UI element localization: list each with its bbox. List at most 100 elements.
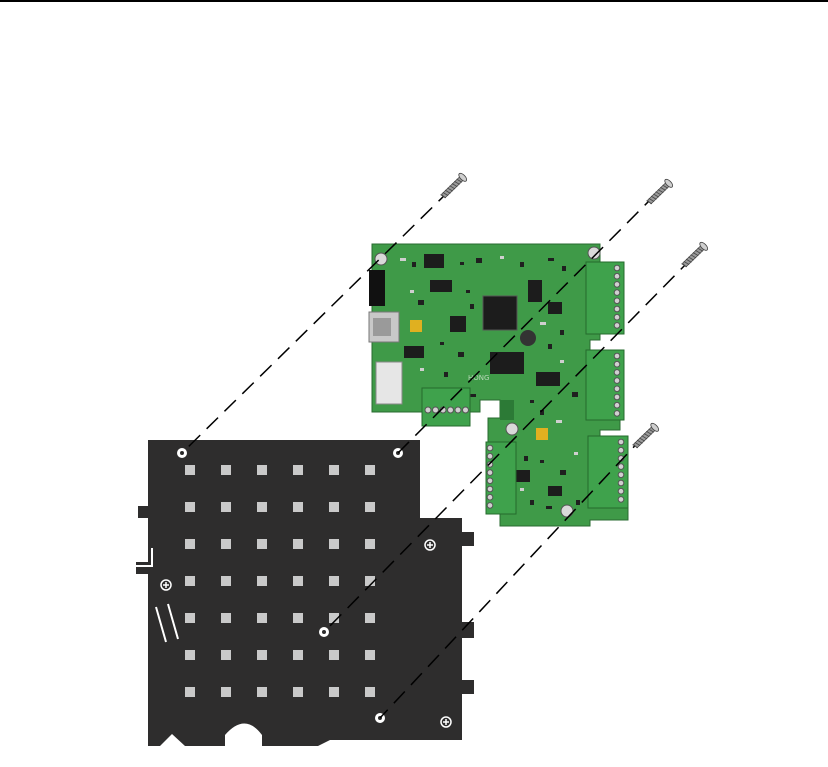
vent-slot — [293, 687, 303, 697]
vent-slot — [365, 613, 375, 623]
terminal-screw — [614, 273, 620, 279]
terminal-screw — [614, 361, 620, 367]
terminal-screw — [618, 439, 624, 445]
smd-part — [400, 258, 406, 261]
terminal-screw — [487, 478, 493, 484]
terminal-screw — [614, 386, 620, 392]
vent-slot — [257, 687, 267, 697]
pcb-cutout-shadow — [500, 400, 514, 420]
smd-part — [412, 262, 416, 267]
vent-slot — [185, 650, 195, 660]
smd-part — [466, 290, 470, 293]
terminal-screw — [448, 407, 454, 413]
smd-part — [572, 392, 578, 397]
inductor — [520, 330, 536, 346]
terminal-screw — [487, 445, 493, 451]
terminal-screw — [614, 411, 620, 417]
terminal-screw — [614, 298, 620, 304]
terminal-screw — [618, 480, 624, 486]
terminal-screw — [463, 407, 469, 413]
terminal-screw — [487, 486, 493, 492]
smd-part — [560, 470, 566, 475]
smd-part — [458, 352, 464, 357]
smd-part — [470, 394, 476, 397]
vent-slot — [185, 502, 195, 512]
smd-part — [410, 290, 414, 293]
pcb-mount-hole — [506, 423, 518, 435]
board-silkscreen: HONG — [468, 374, 489, 382]
pcb-mount-hole — [375, 253, 387, 265]
vent-slot — [185, 613, 195, 623]
smd-part — [476, 258, 482, 263]
smd-part — [520, 488, 524, 491]
vent-slot — [329, 465, 339, 475]
terminal-screw — [433, 407, 439, 413]
memory-card-slot — [376, 362, 402, 404]
vent-slot — [257, 650, 267, 660]
smd-part — [440, 342, 444, 345]
vent-slot — [293, 502, 303, 512]
vent-slot — [185, 539, 195, 549]
terminal-screw — [614, 394, 620, 400]
plate-hole-center — [322, 630, 326, 634]
smd-part — [540, 322, 546, 325]
smd-part — [548, 258, 554, 261]
chip — [536, 372, 560, 386]
smd-part — [574, 452, 578, 455]
terminal-screw — [614, 314, 620, 320]
terminal-screw — [487, 503, 493, 509]
vent-slot — [221, 613, 231, 623]
main-processor-chip — [483, 296, 517, 330]
vent-slot — [257, 576, 267, 586]
terminal-screw — [614, 306, 620, 312]
chip — [548, 486, 562, 496]
terminal-screw — [614, 323, 620, 329]
terminal-screw — [614, 265, 620, 271]
smd-part — [520, 262, 524, 267]
smd-part — [546, 506, 552, 509]
vent-slot — [293, 613, 303, 623]
tantalum-capacitor — [536, 428, 548, 440]
power-jack — [369, 270, 385, 306]
chip — [430, 280, 452, 292]
vent-slot — [185, 576, 195, 586]
chip — [424, 254, 444, 268]
smd-part — [540, 460, 544, 463]
chip — [528, 280, 542, 302]
vent-slot — [257, 539, 267, 549]
vent-slot — [329, 502, 339, 512]
smd-part — [560, 330, 564, 335]
vent-slot — [365, 687, 375, 697]
vent-slot — [257, 465, 267, 475]
smd-part — [444, 372, 448, 377]
terminal-screw — [618, 464, 624, 470]
vent-slot — [221, 465, 231, 475]
vent-slot — [221, 576, 231, 586]
smd-part — [560, 360, 564, 363]
vent-slot — [185, 687, 195, 697]
smd-part — [500, 256, 504, 259]
screw-1 — [439, 172, 468, 200]
vent-slot — [365, 465, 375, 475]
terminal-screw — [487, 494, 493, 500]
vent-slot — [293, 576, 303, 586]
vent-slot — [293, 539, 303, 549]
terminal-screw — [614, 282, 620, 288]
vent-slot — [185, 465, 195, 475]
terminal-screw — [618, 447, 624, 453]
vent-slot — [221, 650, 231, 660]
smd-part — [548, 344, 552, 349]
smd-part — [576, 500, 580, 505]
vent-slot — [365, 539, 375, 549]
smd-part — [420, 368, 424, 371]
pcb-mount-hole — [561, 505, 573, 517]
vent-slot — [221, 687, 231, 697]
smd-part — [524, 456, 528, 461]
smd-part — [470, 304, 474, 309]
chip — [450, 316, 466, 332]
screw-2 — [645, 178, 674, 206]
vent-slot — [365, 502, 375, 512]
terminal-screw — [618, 488, 624, 494]
vent-slot — [329, 687, 339, 697]
